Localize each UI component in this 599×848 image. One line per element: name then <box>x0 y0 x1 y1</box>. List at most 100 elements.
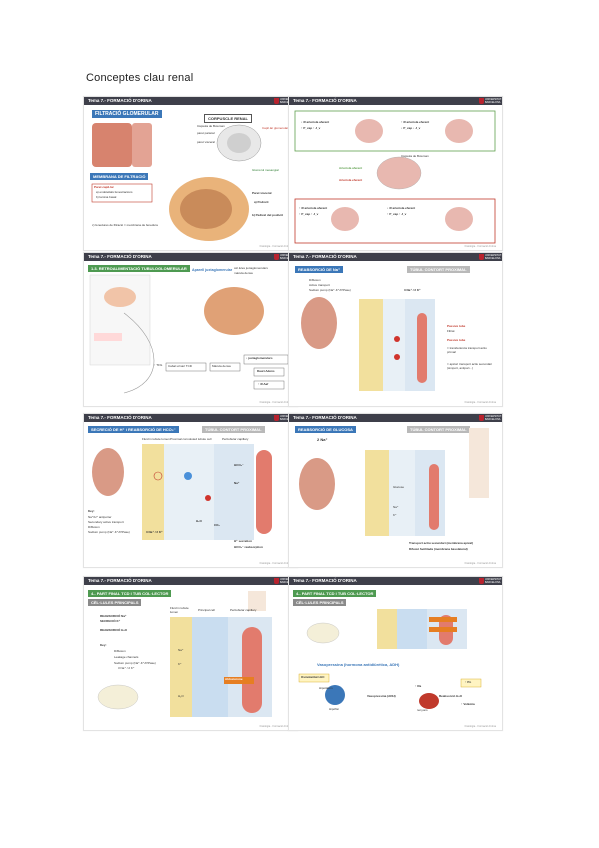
page-title: Conceptes clau renal <box>86 72 194 84</box>
slide-footer: Fisiologia · Formació d'orina <box>464 401 496 404</box>
box-title: REABSORCIÓ DE GLUCOSA <box>295 426 356 433</box>
label: Cabal urinari TCD <box>168 364 192 368</box>
box-title: 1.3. RETROALIMENTACIÓ TUBULOGLOMERULAR <box>88 265 190 272</box>
slide-header: Tema 7.- FORMACIÓ D'ORINA UNIVERSITAT DE… <box>289 97 502 105</box>
label: Hipotàlem <box>319 686 333 690</box>
label: REABSORCIÓ H₂O <box>100 628 128 632</box>
label: a) endotelials fenestracions <box>96 190 133 194</box>
slide-filtracio-glomerular: Tema 7.- FORMACIÓ D'ORINA UNIVERSITAT DE… <box>83 96 298 251</box>
label: Osmolaritat LEC <box>301 675 325 679</box>
label: Na⁺ <box>393 505 399 509</box>
label: ↑ Ra <box>415 684 422 688</box>
university-logo: UNIVERSITAT DEBARCELONA <box>479 415 502 421</box>
label: paret visceral <box>197 140 215 144</box>
box-title: 4.- PART FINAL TCD I TUB COL·LECTOR <box>88 590 172 597</box>
label: Peritubular capillary <box>222 437 249 441</box>
label: ↑ P_cap ↑ J_v <box>301 126 321 130</box>
label: Peritubular capillary <box>230 608 257 612</box>
slide-footer: Fisiologia · Formació d'orina <box>259 401 291 404</box>
box-title: 4.- PART FINAL TCD I TUB COL·LECTOR <box>293 590 377 597</box>
tubule-diagram <box>92 444 272 540</box>
label: Càpsula de Bowman <box>197 124 225 128</box>
label: HCO₃⁻ <box>234 463 244 467</box>
label: Leakage channels <box>114 655 139 659</box>
university-logo: UNIVERSITAT DEBARCELONA <box>479 254 502 260</box>
label: Capil·lar glomerular <box>262 126 289 130</box>
label: Passive tube <box>447 324 466 328</box>
label: Key: <box>88 509 95 513</box>
label: ↓ P_cap ↓ J_v <box>401 126 421 130</box>
slide-footer: Fisiologia · Formació d'orina <box>259 562 291 565</box>
label: Difusió facilitada (membrana basolateral… <box>409 547 468 551</box>
label: Aparell juxtaglomerular <box>192 268 233 272</box>
label: K⁺ <box>178 662 182 666</box>
slide-reabsorcio-na: Tema 7.- FORMACIÓ D'ORINA UNIVERSITAT DE… <box>288 252 503 407</box>
kidney-illustration <box>91 123 262 241</box>
university-logo: UNIVERSITAT DEBARCELONA <box>479 98 502 104</box>
label: Càpsula de Bowman <box>401 154 429 158</box>
label: Hipòfisi <box>329 707 339 711</box>
label: màcula densa <box>234 271 253 275</box>
label: Principal cell <box>198 608 215 612</box>
slide-footer: Fisiologia · Formació d'orina <box>259 725 291 728</box>
feedback-diagram <box>89 274 289 394</box>
label: b) Pedicel del podòcit <box>252 213 284 217</box>
label: 3 Na⁺ / 2 K⁺ <box>118 666 135 670</box>
label: Fluid in tubule lumen <box>142 437 170 441</box>
label: H⁺ secretion <box>234 539 252 543</box>
label: Active transport <box>309 283 330 287</box>
slide-footer: Fisiologia · Formació d'orina <box>464 725 496 728</box>
label: REABSORCIÓ Na⁺ <box>100 614 127 618</box>
label: Sodium pump (Na⁺-K⁺ATPase) <box>88 530 130 534</box>
label: Na⁺/H⁺ antiporter <box>88 515 112 519</box>
label: ↓ Ø arteriola eferent <box>387 206 416 210</box>
label: Diffusion <box>88 525 100 529</box>
label: ↑ Po <box>465 680 472 684</box>
slide-arterioles: Tema 7.- FORMACIÓ D'ORINA UNIVERSITAT DE… <box>288 96 503 251</box>
label: ↑ Volèmia <box>461 702 475 706</box>
label: paret parietal <box>197 131 215 135</box>
label: Filtrat <box>447 329 455 333</box>
label: ↑ TFG <box>154 363 163 367</box>
label: = apical: transport actiu secundari (sim… <box>447 362 492 370</box>
label: Glomèrul mesangial <box>252 168 279 172</box>
label: Sodium pump (Na⁺-K⁺ATPase) <box>309 288 351 292</box>
label: renyons <box>417 708 428 712</box>
label: = transferència transport actiu primari <box>447 346 487 354</box>
label: Aldosterone <box>225 677 243 681</box>
label: Sodium pump (Na⁺-K⁺ATPase) <box>114 661 156 665</box>
slide-header: Tema 7.- FORMACIÓ D'ORINA UNIVERSITAT DE… <box>289 414 502 422</box>
box-title: TÚBUL CONTORT PROXIMAL <box>407 426 470 433</box>
box-title: CÈL·LULES PRINCIPALS <box>293 599 347 606</box>
label: CO₂ <box>214 523 220 527</box>
box-title: TÚBUL CONTORT PROXIMAL <box>202 426 265 433</box>
label: SECRECIÓ K⁺ <box>100 619 121 623</box>
slide-vasopressina: Tema 7.- FORMACIÓ D'ORINA UNIVERSITAT DE… <box>288 576 503 731</box>
university-logo: UNIVERSITAT DEBARCELONA <box>479 578 502 584</box>
label: ↑ Ø arteriola aferent <box>299 206 328 210</box>
label: H₂O <box>178 694 184 698</box>
label: K⁺ <box>393 513 397 517</box>
label: ↑ P_cap ↑ J_v <box>299 212 319 216</box>
label: ↑ Ø Aaf <box>258 382 269 386</box>
label: Reabsorció H₂O <box>439 694 463 698</box>
box-title: REABSORCIÓ DE Na⁺ <box>295 266 344 273</box>
label: 3 Na⁺ / 2 K⁺ <box>146 530 163 534</box>
label: Proximal convoluted tubule cell <box>170 437 212 441</box>
label: Na⁺ <box>178 648 184 652</box>
arterioles-diagram <box>294 110 496 244</box>
label: HCO₃⁻ reabsorption <box>234 545 263 549</box>
tubule-diagram <box>97 591 272 717</box>
slide-footer: Fisiologia · Formació d'orina <box>259 245 291 248</box>
slide-footer: Fisiologia · Formació d'orina <box>464 245 496 248</box>
label: cèl·lules juxtaglomerulars <box>234 266 268 270</box>
label: Glucose <box>393 485 405 489</box>
tubule-diagram <box>301 297 435 391</box>
adh-diagram <box>298 609 482 709</box>
tubule-diagram <box>299 428 489 536</box>
label: Arteriola eferent <box>339 178 363 182</box>
slide-cellules-principals: Tema 7.- FORMACIÓ D'ORINA UNIVERSITAT DE… <box>83 576 298 731</box>
label: Passive tube <box>447 338 466 342</box>
box-title: MEMBRANA DE FILTRACIÓ <box>90 173 149 180</box>
label: Arteriola aferent <box>339 166 363 170</box>
